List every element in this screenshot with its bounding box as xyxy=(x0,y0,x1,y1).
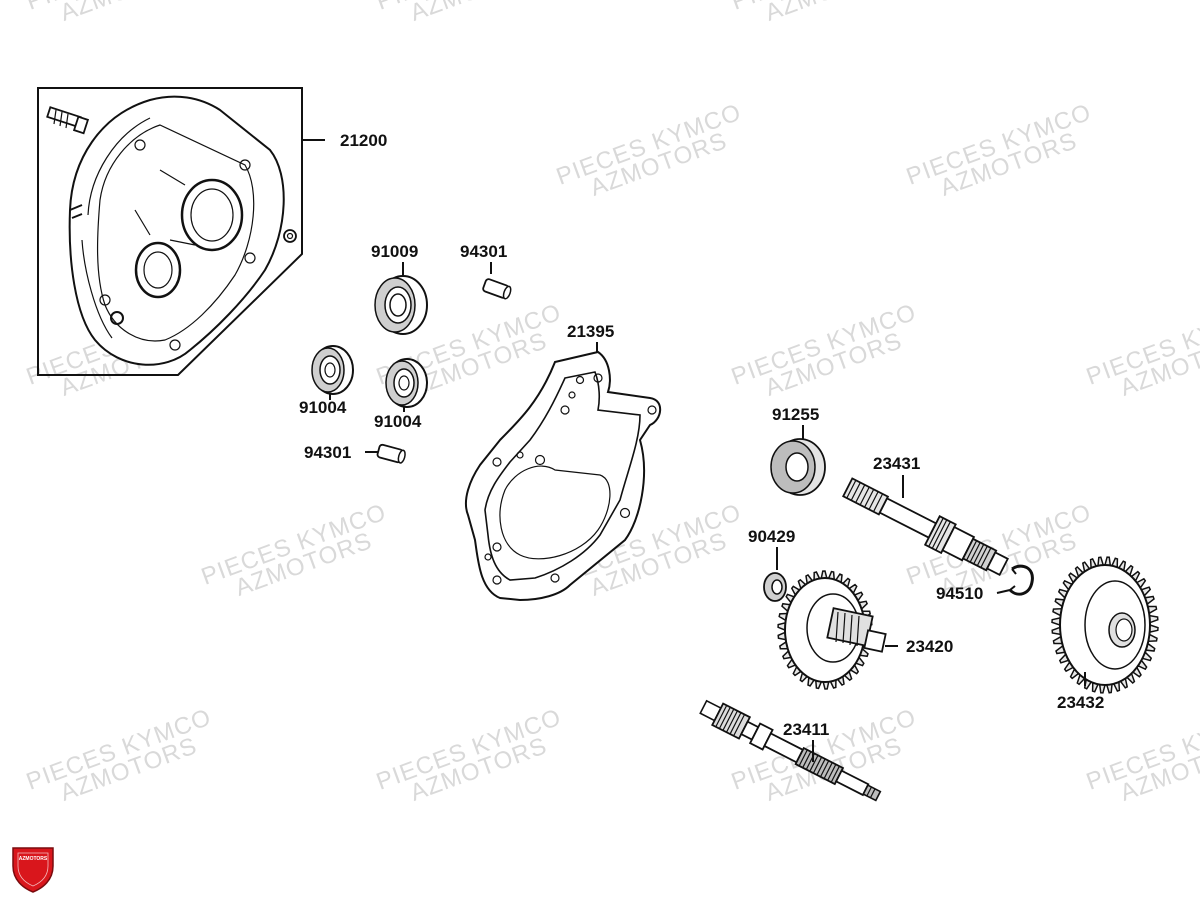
part-91009-bearing[interactable] xyxy=(374,262,428,335)
label-21395: 21395 xyxy=(567,322,614,341)
label-23411: 23411 xyxy=(783,720,829,739)
label-91009: 91009 xyxy=(371,242,418,261)
label-91004-left: 91004 xyxy=(299,398,347,417)
part-21200-gear-case[interactable] xyxy=(37,87,325,376)
part-23420-counter-gear[interactable] xyxy=(777,570,898,690)
label-94301-top: 94301 xyxy=(460,242,507,261)
part-90429-washer[interactable] xyxy=(763,547,787,602)
part-23432-final-gear[interactable] xyxy=(1051,556,1159,694)
logo-text: AZMOTORS xyxy=(19,856,48,862)
part-91004-bearing-left[interactable] xyxy=(311,345,354,400)
label-91004-right: 91004 xyxy=(374,412,422,431)
part-23431-final-shaft[interactable] xyxy=(840,473,1010,581)
watermark-line2: AZMOTORS xyxy=(407,0,551,27)
part-94510-circlip[interactable] xyxy=(996,564,1034,596)
part-94301-dowel-pin-bottom[interactable] xyxy=(365,443,406,464)
watermark-line2: AZMOTORS xyxy=(57,0,201,27)
label-90429: 90429 xyxy=(748,527,795,546)
label-94301-bottom: 94301 xyxy=(304,443,351,462)
label-23431: 23431 xyxy=(873,454,920,473)
label-94510: 94510 xyxy=(936,584,983,603)
label-23420: 23420 xyxy=(906,637,953,656)
watermark-line2: AZMOTORS xyxy=(762,0,906,27)
label-23432: 23432 xyxy=(1057,693,1104,712)
part-94301-dowel-pin[interactable] xyxy=(482,262,512,300)
azmotors-logo: AZMOTORS xyxy=(12,847,54,893)
part-91255-oil-seal[interactable] xyxy=(770,425,826,496)
label-21200: 21200 xyxy=(340,131,387,150)
part-21395-gasket[interactable] xyxy=(464,342,662,602)
label-91255: 91255 xyxy=(772,405,819,424)
part-23411-drive-shaft[interactable] xyxy=(698,696,884,806)
part-91004-bearing-right[interactable] xyxy=(385,358,428,412)
